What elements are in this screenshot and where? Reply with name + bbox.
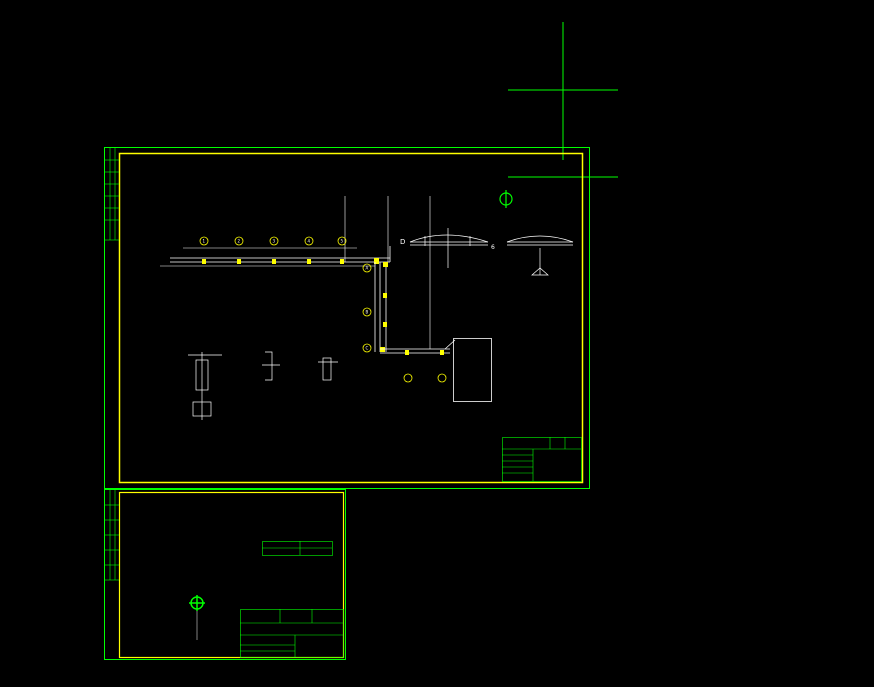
grid-label-5: 5 [341, 239, 344, 244]
detail-bracket [262, 351, 280, 381]
sheet-main: D 6 [104, 147, 590, 489]
north-arrow-icon [499, 190, 513, 208]
grid-label-c: C [366, 346, 369, 351]
plan-beam-bottom [380, 196, 492, 402]
detail-column-base [188, 352, 222, 420]
column-markers-top [202, 258, 379, 264]
grid-bubbles-bottom [403, 373, 447, 383]
sheet-notes [104, 489, 346, 660]
plan-beam-top [160, 196, 391, 267]
grid-label-b: B [366, 310, 369, 315]
section-mark-d: D [400, 238, 405, 246]
column-markers-bottom [405, 350, 444, 355]
sheet-main-outer-frame [104, 147, 590, 489]
crosshair-cursor [508, 22, 618, 178]
sheet-notes-inner-border [118, 491, 345, 659]
grid-marker-icon [189, 595, 205, 640]
section-view-2 [506, 235, 574, 276]
grid-label-a: A [366, 266, 369, 271]
title-block-notes [240, 609, 344, 658]
title-block-main [502, 437, 582, 482]
detail-support [318, 357, 338, 381]
sheet-main-inner-border [118, 152, 584, 484]
grid-label-4: 4 [308, 239, 311, 244]
sheet-main-binding-strip [104, 148, 119, 241]
plan-beam-vertical [374, 196, 389, 352]
sheet-notes-binding-strip [104, 490, 119, 581]
grid-bubbles-vertical [362, 263, 372, 353]
legend-table [262, 541, 333, 556]
section-view-1 [409, 228, 489, 268]
section-mark-6: 6 [491, 244, 495, 251]
sheet-notes-outer-frame [104, 489, 346, 660]
grid-label-3: 3 [273, 239, 276, 244]
column-markers-vertical [380, 262, 388, 352]
grid-bubbles-top [199, 236, 347, 246]
grid-label-1: 1 [203, 239, 206, 244]
grid-label-2: 2 [238, 239, 241, 244]
